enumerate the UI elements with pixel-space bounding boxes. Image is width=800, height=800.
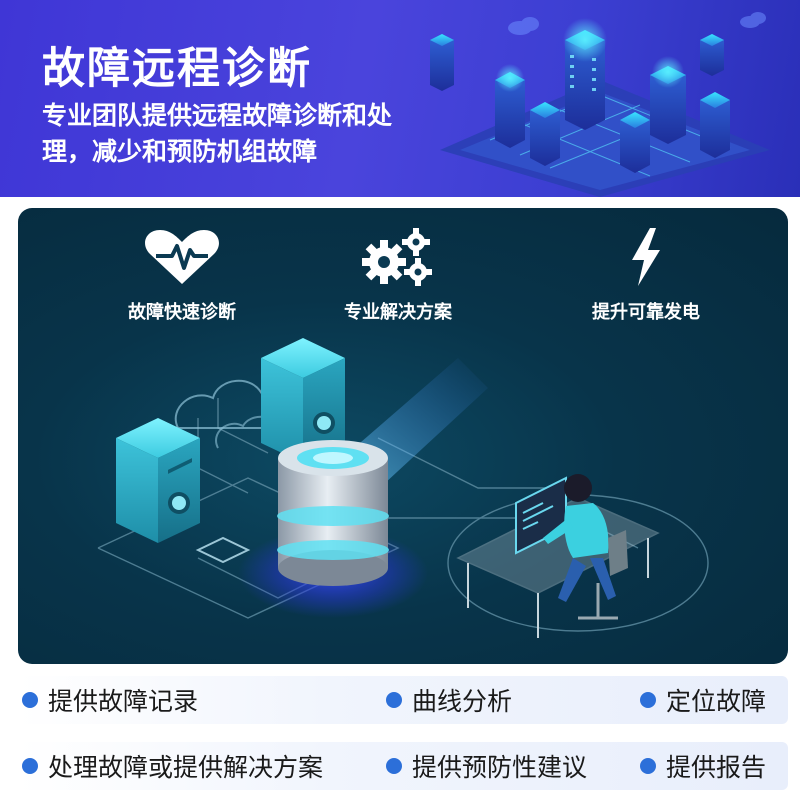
heartbeat-icon (145, 230, 219, 284)
feature-fast-diagnosis: 故障快速诊断 (92, 226, 272, 324)
hero-banner: 故障远程诊断 专业团队提供远程故障诊断和处理，减少和预防机组故障 (0, 0, 800, 197)
database-stack (277, 440, 389, 586)
list-item-label: 曲线分析 (412, 687, 513, 716)
lightning-icon (632, 228, 660, 286)
bullet-dot-icon (640, 692, 656, 708)
feature-label: 提升可靠发电 (592, 302, 700, 323)
feature-solution: 专业解决方案 (308, 226, 488, 324)
bullet-dot-icon (22, 758, 38, 774)
list-item: 提供预防性建议 (386, 742, 587, 790)
list-item-label: 提供故障记录 (48, 687, 199, 716)
list-item: 提供故障记录 (22, 676, 198, 724)
list-item: 定位故障 (640, 676, 766, 724)
datacenter-scene-illustration (97, 338, 709, 638)
illustration-panel: 故障快速诊断 (18, 208, 788, 664)
bullet-dot-icon (640, 758, 656, 774)
list-item-label: 提供报告 (666, 753, 767, 782)
service-list: 提供故障记录 曲线分析 定位故障 处理故障或提供解决方案 提供预防性建议 提供报… (18, 676, 788, 796)
bullet-dot-icon (386, 692, 402, 708)
feature-label: 专业解决方案 (344, 302, 452, 323)
service-row: 提供故障记录 曲线分析 定位故障 (18, 676, 788, 724)
page-title: 故障远程诊断 (42, 44, 312, 94)
list-item-label: 定位故障 (666, 687, 767, 716)
feature-label: 故障快速诊断 (128, 302, 236, 323)
list-item-label: 提供预防性建议 (412, 753, 588, 782)
list-item-label: 处理故障或提供解决方案 (48, 753, 324, 782)
feature-reliable-power: 提升可靠发电 (556, 226, 736, 324)
gears-icon (362, 228, 432, 286)
isometric-city-illustration (430, 12, 770, 197)
list-item: 曲线分析 (386, 676, 512, 724)
bullet-dot-icon (22, 692, 38, 708)
operator-desk (456, 474, 660, 638)
list-item: 处理故障或提供解决方案 (22, 742, 323, 790)
list-item: 提供报告 (640, 742, 766, 790)
bullet-dot-icon (386, 758, 402, 774)
page-subtitle: 专业团队提供远程故障诊断和处理，减少和预防机组故障 (42, 101, 393, 166)
service-row: 处理故障或提供解决方案 提供预防性建议 提供报告 (18, 742, 788, 790)
